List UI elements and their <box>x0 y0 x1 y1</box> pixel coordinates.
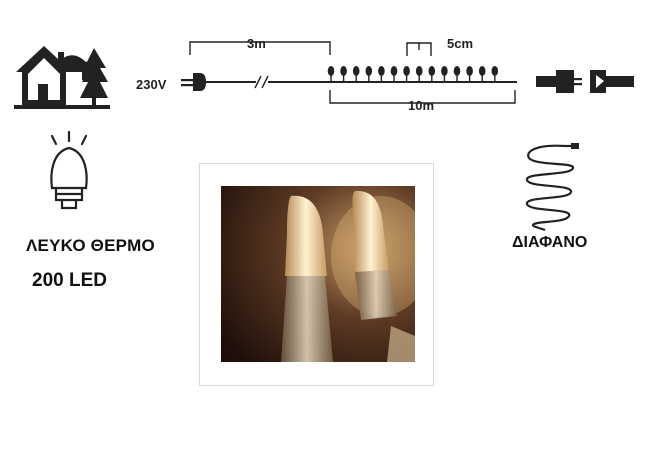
led-mark <box>340 66 347 76</box>
led-mark <box>478 66 486 76</box>
led-mark <box>403 66 410 76</box>
led-mark <box>365 66 373 76</box>
led-mark <box>327 66 335 76</box>
total-length-bracket <box>329 90 516 104</box>
led-mark <box>428 66 436 76</box>
led-mark <box>491 66 499 76</box>
color-label: ΛΕΥΚΟ ΘΕΡΜΟ <box>26 236 155 255</box>
house-trees-icon <box>14 46 110 109</box>
connector-icon <box>536 70 634 93</box>
led-mark <box>390 66 398 76</box>
spacing-label: 5cm <box>447 36 473 51</box>
led-mark <box>415 66 423 76</box>
led-mark <box>441 66 448 76</box>
total-length-label: 10m <box>408 98 434 113</box>
bulb-icon <box>50 130 88 210</box>
led-mark <box>466 66 473 76</box>
led-mark <box>378 66 385 76</box>
cable-color-label: ΔΙΑΦΑΝΟ <box>512 234 588 251</box>
lead-length-bracket <box>189 41 331 55</box>
string-light-diagram: 230V 3m 5cm 10m <box>136 36 634 113</box>
product-photo <box>221 186 415 362</box>
led-row <box>327 66 499 82</box>
lead-length-label: 3m <box>247 36 266 51</box>
coil-cable-icon <box>525 143 579 232</box>
led-count-label: 200 LED <box>32 270 107 291</box>
led-mark <box>352 66 360 76</box>
product-photo-frame <box>199 163 434 386</box>
plug-icon <box>181 73 206 91</box>
voltage-label: 230V <box>136 77 167 92</box>
led-mark <box>453 66 461 76</box>
